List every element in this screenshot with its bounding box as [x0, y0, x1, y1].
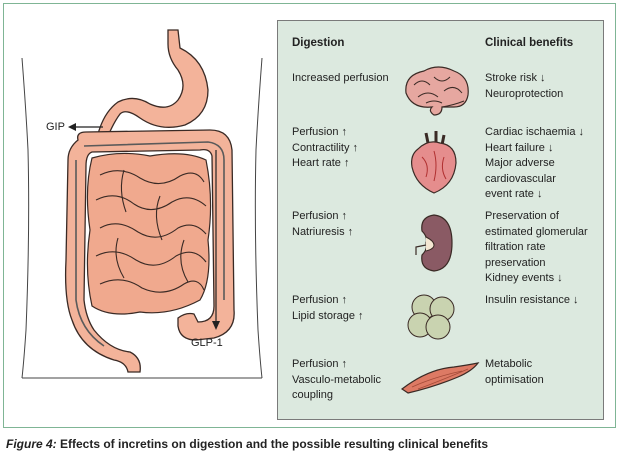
stomach — [97, 29, 209, 137]
text-line: Insulin resistance ↓ — [485, 294, 579, 306]
gip-label: GIP — [46, 121, 65, 133]
text-line: event rate ↓ — [485, 188, 543, 200]
small-intestine — [86, 152, 212, 315]
caption-text: Effects of incretins on digestion and th… — [56, 437, 489, 451]
text-line: Cardiac ischaemia ↓ — [485, 126, 585, 138]
text-line: Metabolic — [485, 358, 533, 370]
text-line: estimated glomerular — [485, 225, 588, 238]
text-line: Kidney events ↓ — [485, 272, 563, 284]
text-line: Preservation of — [485, 210, 559, 222]
muscle-icon — [400, 362, 480, 394]
effects-panel: Digestion Clinical benefits Increased pe… — [277, 20, 604, 420]
small-intestine-loops — [95, 169, 207, 293]
text-line: Perfusion ↑ — [292, 294, 348, 306]
torso-outline — [21, 57, 263, 379]
text-line: Increased perfusion — [292, 72, 389, 84]
fat-cells-icon — [407, 294, 455, 340]
text-line: cardiovascular — [485, 172, 556, 185]
kidney-icon — [415, 214, 453, 272]
clinical-text: Cardiac ischaemia ↓ Heart failure ↓ Majo… — [485, 125, 603, 203]
digestion-text: Perfusion ↑ Natriuresis ↑ — [292, 209, 412, 240]
glp1-label: GLP-1 — [191, 337, 223, 349]
digestion-text: Increased perfusion — [292, 71, 412, 87]
text-line: Perfusion ↑ — [292, 210, 348, 222]
clinical-text: Metabolic optimisation — [485, 357, 603, 388]
digestion-text: Perfusion ↑ Contractility ↑ Heart rate ↑ — [292, 125, 412, 172]
text-line: Vasculo-metabolic — [292, 373, 382, 386]
blood-vessels — [75, 141, 225, 347]
text-line: Stroke risk ↓ — [485, 72, 546, 84]
clinical-text: Preservation of estimated glomerular fil… — [485, 209, 603, 287]
clinical-benefits-header: Clinical benefits — [485, 37, 574, 49]
digestive-tract-illustration — [21, 29, 263, 379]
figure-caption: Figure 4: Effects of incretins on digest… — [6, 437, 488, 451]
text-line: Contractility ↑ — [292, 141, 359, 154]
caption-lead: Figure 4: — [6, 437, 57, 451]
clinical-text: Insulin resistance ↓ — [485, 293, 603, 309]
text-line: Natriuresis ↑ — [292, 225, 354, 238]
text-line: Heart failure ↓ — [485, 141, 554, 154]
digestion-text: Perfusion ↑ Vasculo-metabolic coupling — [292, 357, 412, 404]
text-line: coupling — [292, 389, 333, 401]
text-line: filtration rate — [485, 241, 546, 253]
large-intestine — [64, 129, 235, 373]
digestion-header: Digestion — [292, 37, 345, 49]
text-line: Lipid storage ↑ — [292, 309, 364, 322]
gip-arrow — [68, 123, 103, 131]
brain-icon — [405, 66, 469, 116]
text-line: Heart rate ↑ — [292, 157, 350, 169]
heart-icon — [411, 131, 457, 194]
glp1-arrow — [212, 150, 220, 330]
clinical-text: Stroke risk ↓ Neuroprotection — [485, 71, 603, 102]
digestion-text: Perfusion ↑ Lipid storage ↑ — [292, 293, 412, 324]
text-line: preservation — [485, 256, 546, 269]
text-line: Major adverse — [485, 157, 555, 169]
text-line: Perfusion ↑ — [292, 126, 348, 138]
text-line: Perfusion ↑ — [292, 358, 348, 370]
text-line: optimisation — [485, 373, 544, 386]
text-line: Neuroprotection — [485, 87, 564, 100]
